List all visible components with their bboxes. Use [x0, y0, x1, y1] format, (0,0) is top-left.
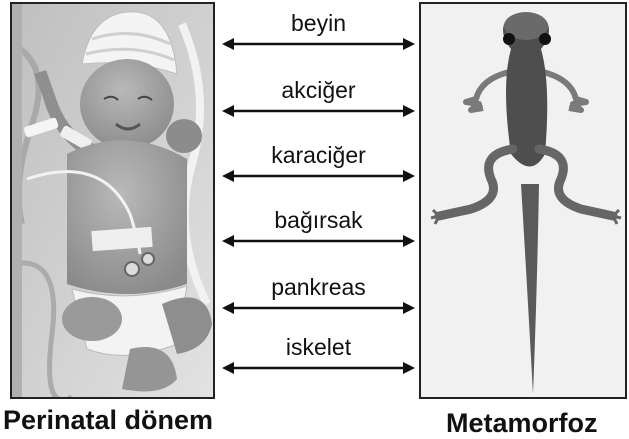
organ-row-pancreas: pankreas — [222, 275, 415, 319]
organ-label: beyin — [222, 11, 415, 35]
organ-row-liver: karaciğer — [222, 143, 415, 187]
organ-label: akciğer — [222, 78, 415, 102]
double-arrow-icon — [222, 234, 415, 248]
tadpole-photo — [419, 2, 627, 399]
organ-row-brain: beyin — [222, 11, 415, 55]
caption-metamorphosis: Metamorfoz — [446, 408, 598, 438]
organ-label: iskelet — [222, 335, 415, 359]
double-arrow-icon — [222, 37, 415, 51]
double-arrow-icon — [222, 169, 415, 183]
organ-label: bağırsak — [222, 208, 415, 232]
tadpole-illustration — [421, 4, 625, 397]
double-arrow-icon — [222, 104, 415, 118]
organ-label: karaciğer — [222, 143, 415, 167]
organ-row-skeleton: iskelet — [222, 335, 415, 379]
double-arrow-icon — [222, 301, 415, 315]
organ-row-lung: akciğer — [222, 78, 415, 122]
newborn-illustration — [12, 4, 213, 397]
double-arrow-icon — [222, 361, 415, 375]
newborn-photo — [10, 2, 215, 399]
caption-perinatal: Perinatal dönem — [3, 405, 213, 435]
organ-row-intestine: bağırsak — [222, 208, 415, 252]
organ-label: pankreas — [222, 275, 415, 299]
